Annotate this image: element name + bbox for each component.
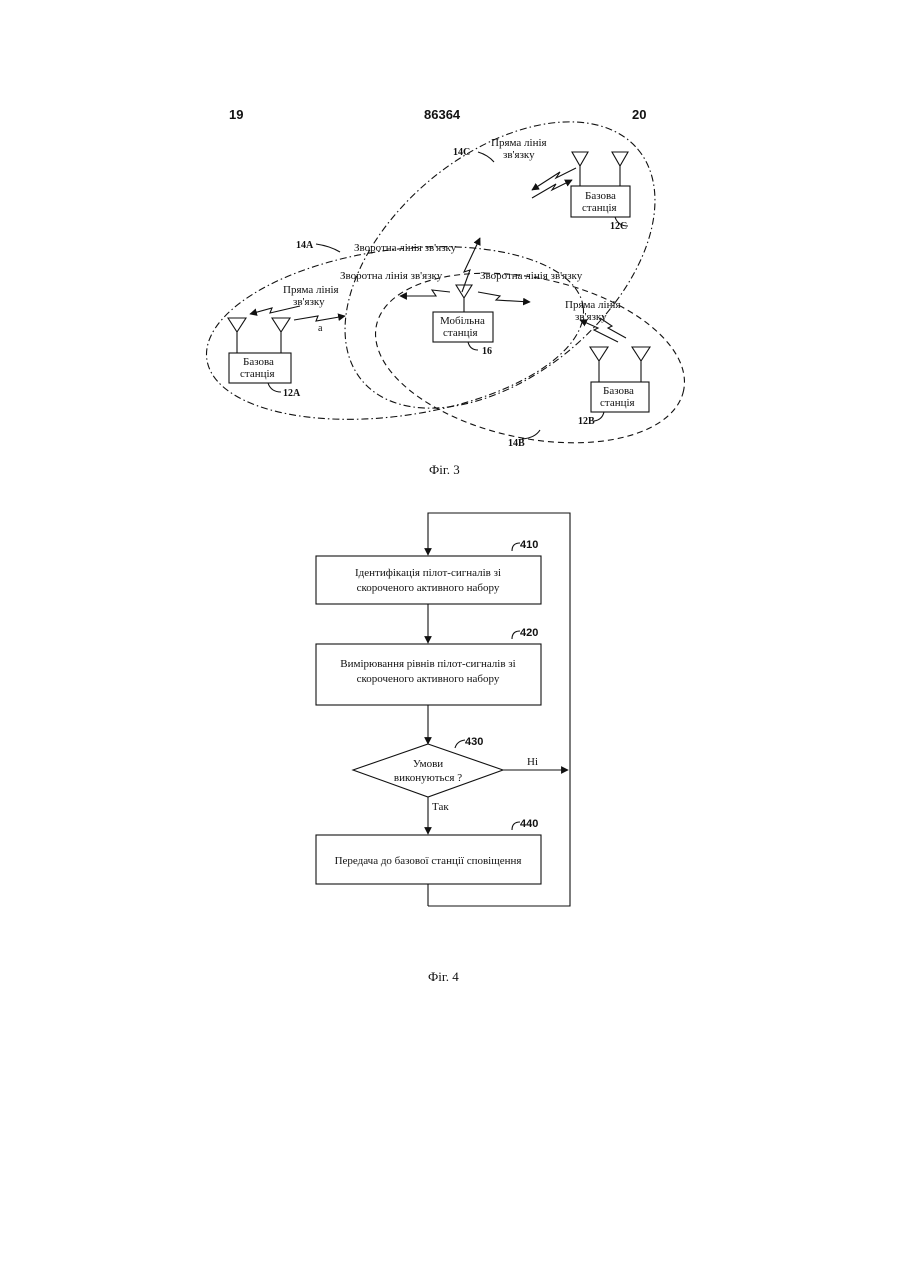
step-410-text-2: скороченого активного набору <box>357 582 500 594</box>
base-c-label-2: станція <box>582 202 617 214</box>
step-430-diamond <box>353 744 503 797</box>
forward-link-c-label-1: Пряма лінія <box>491 137 547 149</box>
figure-3-caption: Фіг. 3 <box>429 462 460 477</box>
base-station-12a <box>228 318 291 392</box>
forward-link-a-label-2: зв'язку <box>293 296 325 308</box>
forward-link-a-label-1: Пряма лінія <box>283 284 339 296</box>
step-440-text-1: Передача до базової станції сповіщення <box>335 855 522 867</box>
base-b-ref: 12B <box>578 416 595 427</box>
leader-14c <box>478 152 494 162</box>
base-station-12b <box>590 347 650 421</box>
base-b-label-1: Базова <box>603 385 634 397</box>
reverse-link-top-label: Зворотна лінія зв'язку <box>354 242 457 254</box>
mobile-label-2: станція <box>443 327 478 339</box>
base-c-label-1: Базова <box>585 190 616 202</box>
base-a-ref: 12A <box>283 388 301 399</box>
step-410-ref: 410 <box>520 539 538 551</box>
marker-a: a <box>318 323 323 334</box>
base-station-12c <box>571 152 630 226</box>
reverse-link-right-label: Зворотна лінія зв'язку <box>480 270 583 282</box>
mobile-label-1: Мобільна <box>440 315 485 327</box>
step-420-ref: 420 <box>520 627 538 639</box>
cell-14b-ref: 14B <box>508 438 525 449</box>
base-c-ref: 12C <box>610 221 627 232</box>
step-410-box <box>316 556 541 604</box>
mobile-ref: 16 <box>482 346 492 357</box>
branch-yes-label: Так <box>432 801 449 813</box>
reverse-link-left-label: Зворотна лінія зв'язку <box>340 270 443 282</box>
step-430-text-2: виконуються ? <box>394 772 462 784</box>
forward-link-b-label-2: зв'язку <box>575 311 607 323</box>
branch-no-label: Ні <box>527 756 538 768</box>
base-a-label-1: Базова <box>243 356 274 368</box>
base-a-label-2: станція <box>240 368 275 380</box>
cell-14a-boundary <box>195 224 594 441</box>
step-420-text-2: скороченого активного набору <box>357 673 500 685</box>
figure-4-caption: Фіг. 4 <box>428 969 459 984</box>
forward-link-c-label-2: зв'язку <box>503 149 535 161</box>
forward-link-b-label-1: Пряма лінія <box>565 299 621 311</box>
leader-14a <box>316 244 340 252</box>
step-420-text-1: Вимірювання рівнів пілот-сигналів зі <box>340 658 515 670</box>
leader-14b <box>522 430 540 439</box>
base-b-label-2: станція <box>600 397 635 409</box>
step-430-text-1: Умови <box>413 758 443 770</box>
step-440-ref: 440 <box>520 818 538 830</box>
cell-14a-ref: 14A <box>296 240 314 251</box>
cell-14c-ref: 14C <box>453 147 470 158</box>
step-410-text-1: Ідентифікація пілот-сигналів зі <box>355 567 501 579</box>
step-430-ref: 430 <box>465 736 483 748</box>
